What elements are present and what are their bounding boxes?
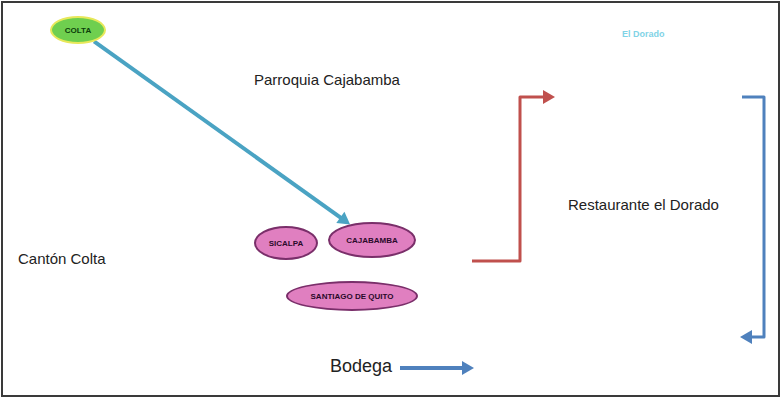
bodega-photos-art [475, 280, 740, 394]
arrow-line [472, 97, 545, 261]
heading-holder: Cantón Colta [18, 250, 106, 268]
arrow-line [742, 97, 764, 337]
canton-highlight: COLTA [50, 16, 106, 44]
restaurant-photo-art [555, 18, 742, 176]
arrow-head [740, 330, 752, 344]
heading-holder: Bodega [330, 356, 392, 377]
node-heading: Bodega [330, 356, 392, 376]
heading-holder: Restaurante el Dorado [568, 196, 719, 214]
zone-label: CAJABAMBA [346, 236, 398, 245]
shop-sign: El Dorado [622, 29, 665, 39]
heading-holder: Parroquia Cajabamba [254, 71, 400, 89]
arrow-head [543, 90, 555, 104]
canton-map-art [8, 6, 208, 234]
parish-zone: SANTIAGO DE QUITO [286, 281, 418, 311]
node-heading: Parroquia Cajabamba [254, 71, 400, 88]
label-holder: El Dorado [622, 23, 665, 41]
zone-label: SANTIAGO DE QUITO [311, 292, 394, 301]
restaurant-photo: Restaurante el Dorado [555, 18, 742, 176]
bodega-photos: Bodega [475, 280, 740, 394]
canton-map: Cantón ColtaCOLTA [8, 6, 208, 234]
flow-arrow [94, 41, 350, 224]
arrow-head [336, 212, 350, 225]
zone-label: COLTA [65, 26, 91, 35]
parish-zone: CAJABAMBA [328, 222, 416, 258]
node-heading: Restaurante el Dorado [568, 196, 719, 213]
parish-map: Parroquia CajabambaSICALPACAJABAMBASANTI… [240, 100, 472, 330]
zone-label: SICALPA [269, 239, 304, 248]
node-heading: Cantón Colta [18, 250, 106, 267]
parish-zone: SICALPA [254, 226, 318, 260]
flow-arrow [740, 97, 764, 344]
bodega-pointer [400, 361, 474, 375]
arrow-line [94, 41, 342, 218]
flow-arrow [472, 90, 555, 261]
